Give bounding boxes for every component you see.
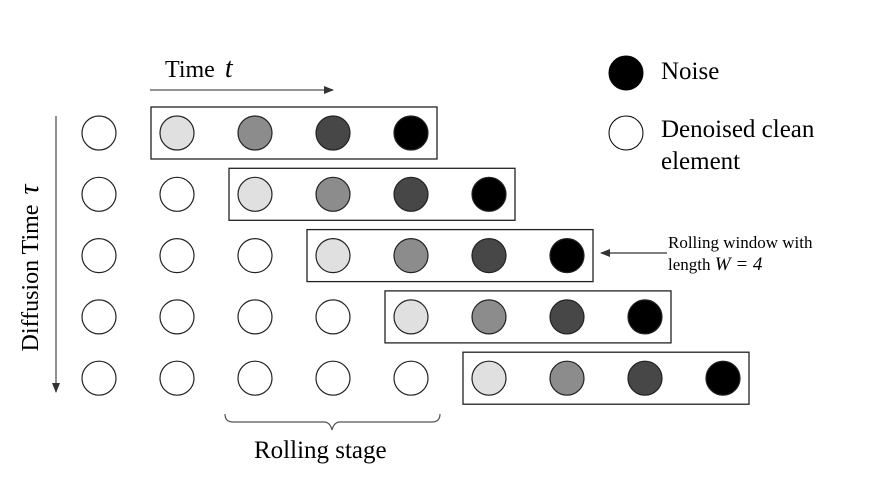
- legend-clean-swatch: [608, 115, 644, 151]
- diffusion-axis-text: Diffusion Time: [18, 204, 44, 352]
- partially-noised-element-circle: [315, 115, 351, 151]
- clean-element-circle: [237, 299, 273, 335]
- partially-noised-element-circle: [159, 115, 195, 151]
- diffusion-axis-label: Diffusion Time τ: [14, 185, 46, 352]
- partially-noised-element-circle: [549, 299, 585, 335]
- legend-clean-label-line1: Denoised clean: [661, 116, 815, 143]
- partially-noised-element-circle: [471, 238, 507, 274]
- partially-noised-element-circle: [393, 238, 429, 274]
- clean-element-circle: [81, 176, 117, 212]
- rolling-window-box: [150, 106, 438, 160]
- clean-element-circle: [81, 238, 117, 274]
- noise-element-circle: [705, 360, 741, 396]
- clean-element-circle: [315, 299, 351, 335]
- noise-element-circle: [549, 238, 585, 274]
- noise-element-circle: [471, 176, 507, 212]
- partially-noised-element-circle: [393, 299, 429, 335]
- clean-element-circle: [81, 360, 117, 396]
- clean-element-circle: [237, 238, 273, 274]
- time-axis-text: Time: [165, 57, 215, 83]
- partially-noised-element-circle: [237, 115, 273, 151]
- rolling-stage-label: Rolling stage: [254, 437, 387, 464]
- clean-element-circle: [159, 360, 195, 396]
- rolling-window-box: [228, 167, 516, 221]
- time-axis-label: Time t: [165, 53, 233, 85]
- rolling-stage-brace: [224, 413, 441, 431]
- clean-element-circle: [159, 299, 195, 335]
- partially-noised-element-circle: [627, 360, 663, 396]
- partially-noised-element-circle: [549, 360, 585, 396]
- legend-noise-label: Noise: [661, 58, 720, 85]
- clean-element-circle: [393, 360, 429, 396]
- noise-element-circle: [393, 115, 429, 151]
- annotation-line1: Rolling window with: [668, 233, 813, 252]
- rolling-window-box: [306, 228, 594, 283]
- time-symbol: t: [224, 53, 233, 84]
- clean-element-circle: [159, 238, 195, 274]
- clean-element-circle: [237, 360, 273, 396]
- partially-noised-element-circle: [393, 176, 429, 212]
- rolling-window-box: [384, 290, 672, 344]
- diffusion-symbol: τ: [14, 184, 45, 195]
- legend-clean-label-line2: element: [661, 148, 741, 175]
- annotation-window-math: W = 4: [714, 254, 763, 275]
- clean-element-circle: [315, 360, 351, 396]
- clean-element-circle: [81, 115, 117, 151]
- noise-element-circle: [627, 299, 663, 335]
- rolling-window-box: [462, 351, 750, 405]
- annotation-length-text: length: [668, 255, 711, 274]
- partially-noised-element-circle: [315, 176, 351, 212]
- clean-element-circle: [81, 299, 117, 335]
- legend-noise-swatch: [608, 55, 644, 91]
- partially-noised-element-circle: [315, 238, 351, 274]
- partially-noised-element-circle: [471, 299, 507, 335]
- annotation-line2: length W = 4: [668, 254, 762, 276]
- clean-element-circle: [159, 176, 195, 212]
- partially-noised-element-circle: [471, 360, 507, 396]
- partially-noised-element-circle: [237, 176, 273, 212]
